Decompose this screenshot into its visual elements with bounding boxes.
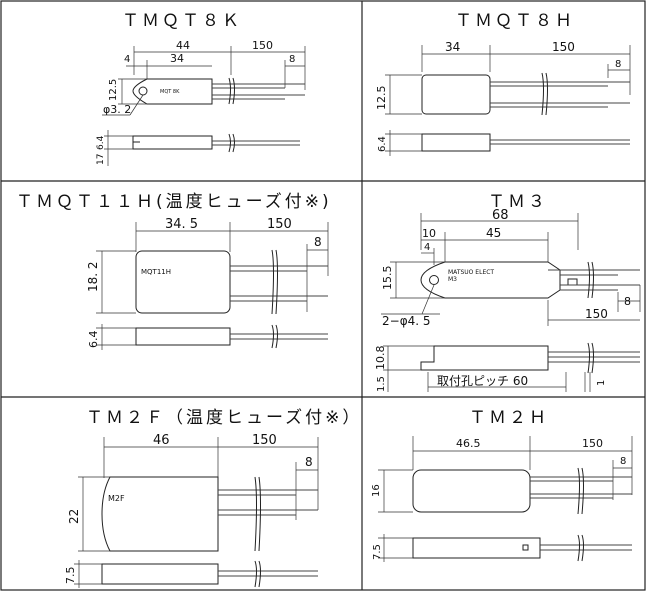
dim-tm2f-body: 46 <box>153 433 170 448</box>
dim-tmqt8h-strip: 8 <box>615 59 621 70</box>
dim-tmqt8k-offset: 4 <box>124 54 130 65</box>
dim-tm2h-lead: 150 <box>582 437 603 450</box>
drawing-tmqt8h: 34 150 8 12.5 6.4 <box>375 40 631 156</box>
dim-tmqt8k-base: 17 <box>96 154 106 165</box>
dim-tmqt8k-thick: 6.4 <box>96 135 106 150</box>
dim-tmqt8k-lead: 150 <box>252 39 273 52</box>
dim-tmqt11h-strip: 8 <box>314 235 322 249</box>
dim-tm2h-height: 16 <box>371 484 382 497</box>
dim-tm3-body: 45 <box>486 226 501 240</box>
dim-tmqt8k-total: 44 <box>176 39 190 52</box>
dim-tm2f-height: 22 <box>67 509 81 524</box>
dim-tm3-strip: 8 <box>624 295 631 308</box>
dim-tmqt8h-height: 12.5 <box>375 86 388 111</box>
title-tm2f: ＴＭ２Ｆ（温度ヒューズ付※） <box>86 408 363 428</box>
dim-tm2f-lead: 150 <box>252 433 277 448</box>
dim-tm3-holes: 2−φ4. 5 <box>382 314 431 328</box>
drawing-tmqt11h: 34. 5 150 8 MQT11H 18. 2 6.4 <box>86 217 329 350</box>
dim-tm2h-thick: 7.5 <box>372 544 383 560</box>
dim-tm3-lead: 150 <box>585 307 608 321</box>
dim-tm3-total: 68 <box>492 208 509 223</box>
drawing-tm3: 68 10 45 4 MATSUO ELECT M3 <box>374 208 641 392</box>
title-tmqt8h: ＴＭＱＴ８Ｈ <box>455 11 575 31</box>
dim-tmqt11h-body: 34. 5 <box>165 217 198 232</box>
dim-tm3-pitch: 取付孔ピッチ 60 <box>437 374 528 388</box>
marking-tmqt8k: MQT 8K <box>160 89 180 95</box>
dim-tmqt11h-thick: 6.4 <box>87 331 100 349</box>
title-tmqt11h: ＴＭＱＴ１１Ｈ(温度ヒューズ付※) <box>16 192 332 212</box>
dim-tm3-height: 15.5 <box>381 266 394 291</box>
dim-tmqt8k-hole: φ3. 2 <box>103 103 131 116</box>
dim-tm3-offset-b: 4 <box>424 242 430 253</box>
drawing-tm2f: 46 150 8 M2F 22 7.5 <box>64 433 319 588</box>
dim-tm3-offset-a: 10 <box>422 227 436 240</box>
dim-tm2h-strip: 8 <box>620 456 626 467</box>
dim-tmqt11h-lead: 150 <box>267 217 292 232</box>
drawing-tm2h: 46.5 150 8 16 7.5 <box>371 436 633 562</box>
dim-tmqt8k-height: 12.5 <box>108 79 119 101</box>
dim-tmqt8k-body: 34 <box>170 52 184 65</box>
dim-tm2f-strip: 8 <box>305 455 313 469</box>
dim-tm2h-body: 46.5 <box>456 437 481 450</box>
marking-tm3-line1: MATSUO ELECT <box>448 269 494 276</box>
dim-tm3-tab: 1 <box>596 380 607 386</box>
title-tmqt8k: ＴＭＱＴ８Ｋ <box>122 11 242 31</box>
dim-tm2f-thick: 7.5 <box>64 567 77 585</box>
dim-tmqt8h-body: 34 <box>445 40 460 54</box>
dim-tmqt8h-thick: 6.4 <box>377 136 388 152</box>
dim-tmqt11h-height: 18. 2 <box>86 261 100 292</box>
drawing-tmqt8k: 44 4 34 150 8 MQT 8K <box>96 39 306 166</box>
title-tm3: ＴＭ３ <box>488 192 548 212</box>
dim-tmqt8h-lead: 150 <box>552 40 575 54</box>
dim-tm3-thick: 10.8 <box>374 346 387 371</box>
marking-tmqt11h: MQT11H <box>141 268 171 276</box>
title-tm2h: ＴＭ２Ｈ <box>469 408 549 428</box>
marking-tm2f: M2F <box>108 494 125 503</box>
marking-tm3-line2: M3 <box>448 276 457 283</box>
dim-tm3-base: 1.5 <box>376 376 387 392</box>
dim-tmqt8k-strip: 8 <box>289 54 295 65</box>
